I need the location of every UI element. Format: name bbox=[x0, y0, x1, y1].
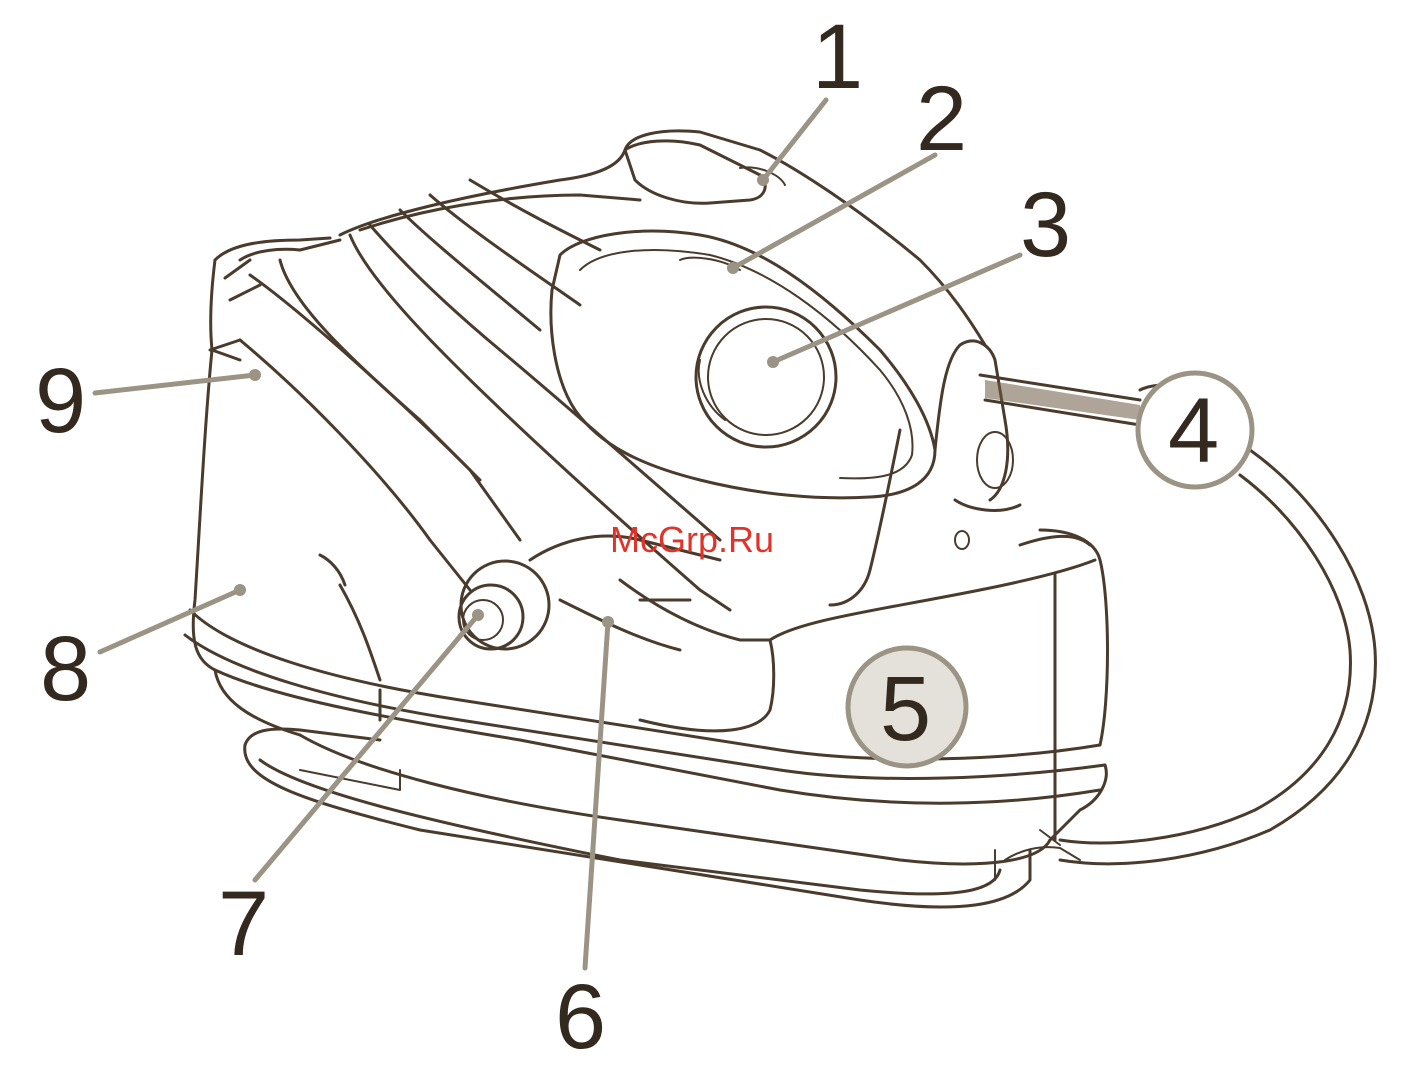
callout-7: 7 bbox=[218, 873, 269, 975]
iron-body bbox=[340, 131, 1020, 650]
base-station bbox=[185, 238, 1108, 907]
callout-3: 3 bbox=[1020, 174, 1071, 276]
callout-6: 6 bbox=[555, 966, 606, 1068]
callout-4: 4 bbox=[1168, 380, 1219, 482]
callout-5: 5 bbox=[880, 658, 931, 760]
callout-9: 9 bbox=[35, 350, 86, 452]
callout-8: 8 bbox=[40, 618, 91, 720]
callout-1: 1 bbox=[812, 6, 863, 108]
watermark-text: McGrp.Ru bbox=[610, 519, 774, 560]
pivot-knob bbox=[459, 561, 549, 649]
callout-2: 2 bbox=[916, 68, 967, 170]
